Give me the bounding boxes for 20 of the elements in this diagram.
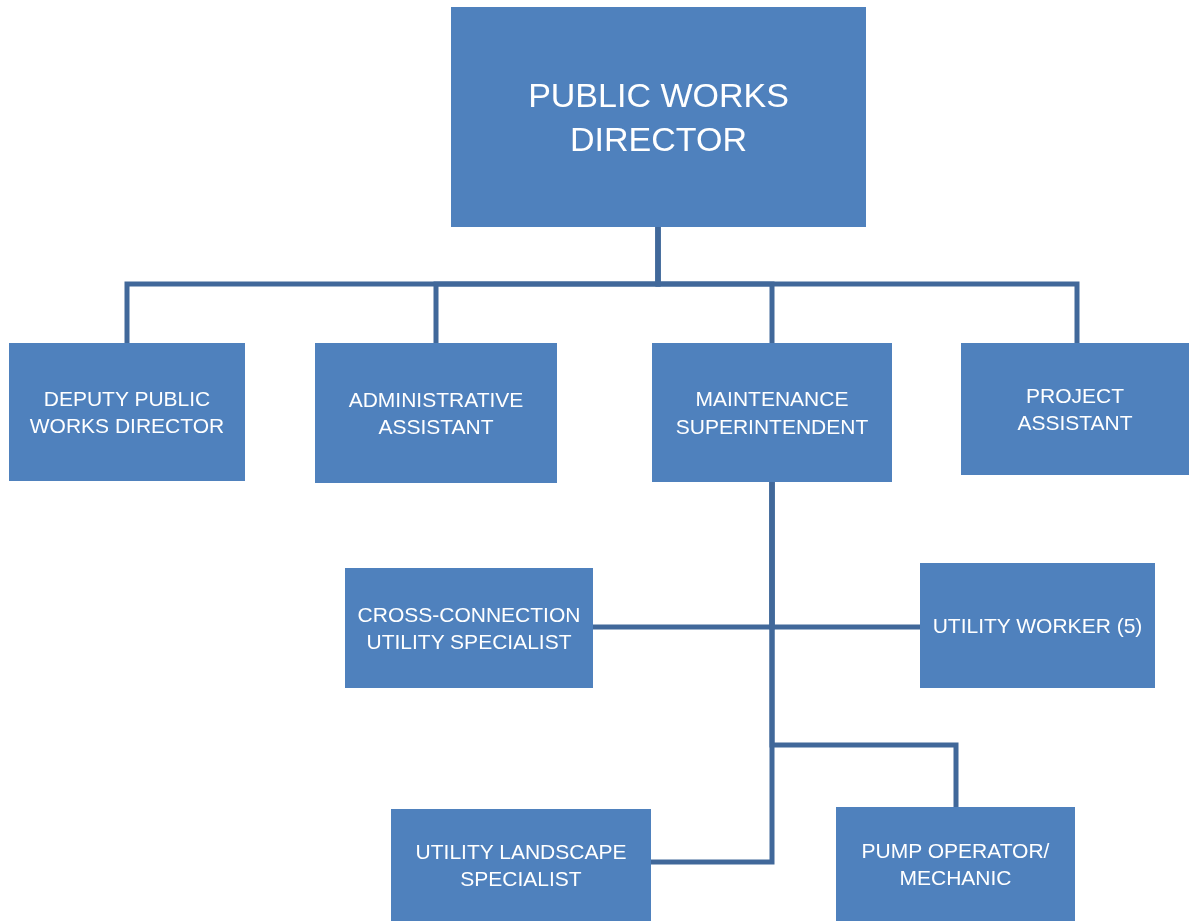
position-title: UTILITY WORKER (5) (931, 612, 1144, 639)
position-box (652, 343, 892, 482)
position-box (920, 563, 1155, 688)
position-title: PUMP OPERATOR/ MECHANIC (860, 837, 1051, 891)
position-title: MAINTENANCE SUPERINTENDENT (674, 386, 870, 440)
position-box (961, 343, 1189, 475)
position-title: CROSS-CONNECTION UTILITY SPECIALIST (356, 601, 582, 655)
position-title: ADMINISTRATIVE ASSISTANT (347, 386, 525, 440)
position-title: PUBLIC WORKS DIRECTOR (527, 74, 790, 160)
position-box (315, 343, 557, 483)
connector-line (655, 227, 1080, 343)
connector-line (769, 482, 959, 807)
position-box (451, 7, 866, 227)
position-box (836, 807, 1075, 921)
position-title: PROJECT ASSISTANT (1016, 382, 1134, 436)
position-box (9, 343, 245, 481)
position-box (345, 568, 593, 688)
position-title: DEPUTY PUBLIC WORKS DIRECTOR (28, 385, 226, 439)
position-title: UTILITY LANDSCAPE SPECIALIST (414, 838, 628, 892)
position-box (391, 809, 651, 921)
